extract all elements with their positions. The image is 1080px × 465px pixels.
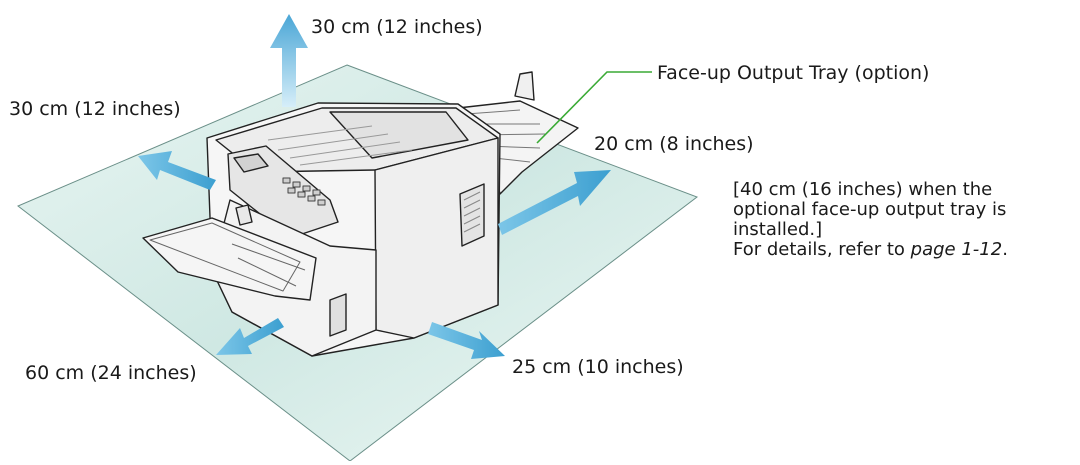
tray-label: Face-up Output Tray (option) bbox=[657, 62, 930, 84]
clearance-note: [40 cm (16 inches) when the optional fac… bbox=[733, 180, 1008, 260]
clearance-arrow-up bbox=[270, 14, 308, 107]
clearance-arrow-front-right bbox=[428, 322, 505, 359]
tray-leader-line bbox=[536, 71, 652, 144]
left-clearance-label: 30 cm (12 inches) bbox=[9, 98, 181, 120]
note-prefix: For details, refer to bbox=[733, 239, 911, 260]
note-line-1: [40 cm (16 inches) when the bbox=[733, 179, 993, 200]
printer-illustration bbox=[142, 71, 579, 357]
right-clearance-label: 20 cm (8 inches) bbox=[594, 133, 754, 155]
front-right-clearance-label: 25 cm (10 inches) bbox=[512, 356, 684, 378]
mp-tray bbox=[142, 217, 317, 301]
clearance-arrow-front-left bbox=[216, 318, 284, 355]
top-clearance-label: 30 cm (12 inches) bbox=[311, 16, 483, 38]
clearance-arrow-left bbox=[138, 151, 216, 190]
note-line-2: optional face-up output tray is bbox=[733, 199, 1007, 220]
clearance-arrow-right bbox=[498, 170, 611, 235]
note-suffix: . bbox=[1002, 239, 1008, 260]
page-reference-link[interactable]: page 1-12 bbox=[910, 239, 1003, 260]
note-line-3: installed.] bbox=[733, 219, 823, 240]
note-line-4: For details, refer to page 1-12. bbox=[733, 240, 1008, 260]
front-left-clearance-label: 60 cm (24 inches) bbox=[25, 362, 197, 384]
